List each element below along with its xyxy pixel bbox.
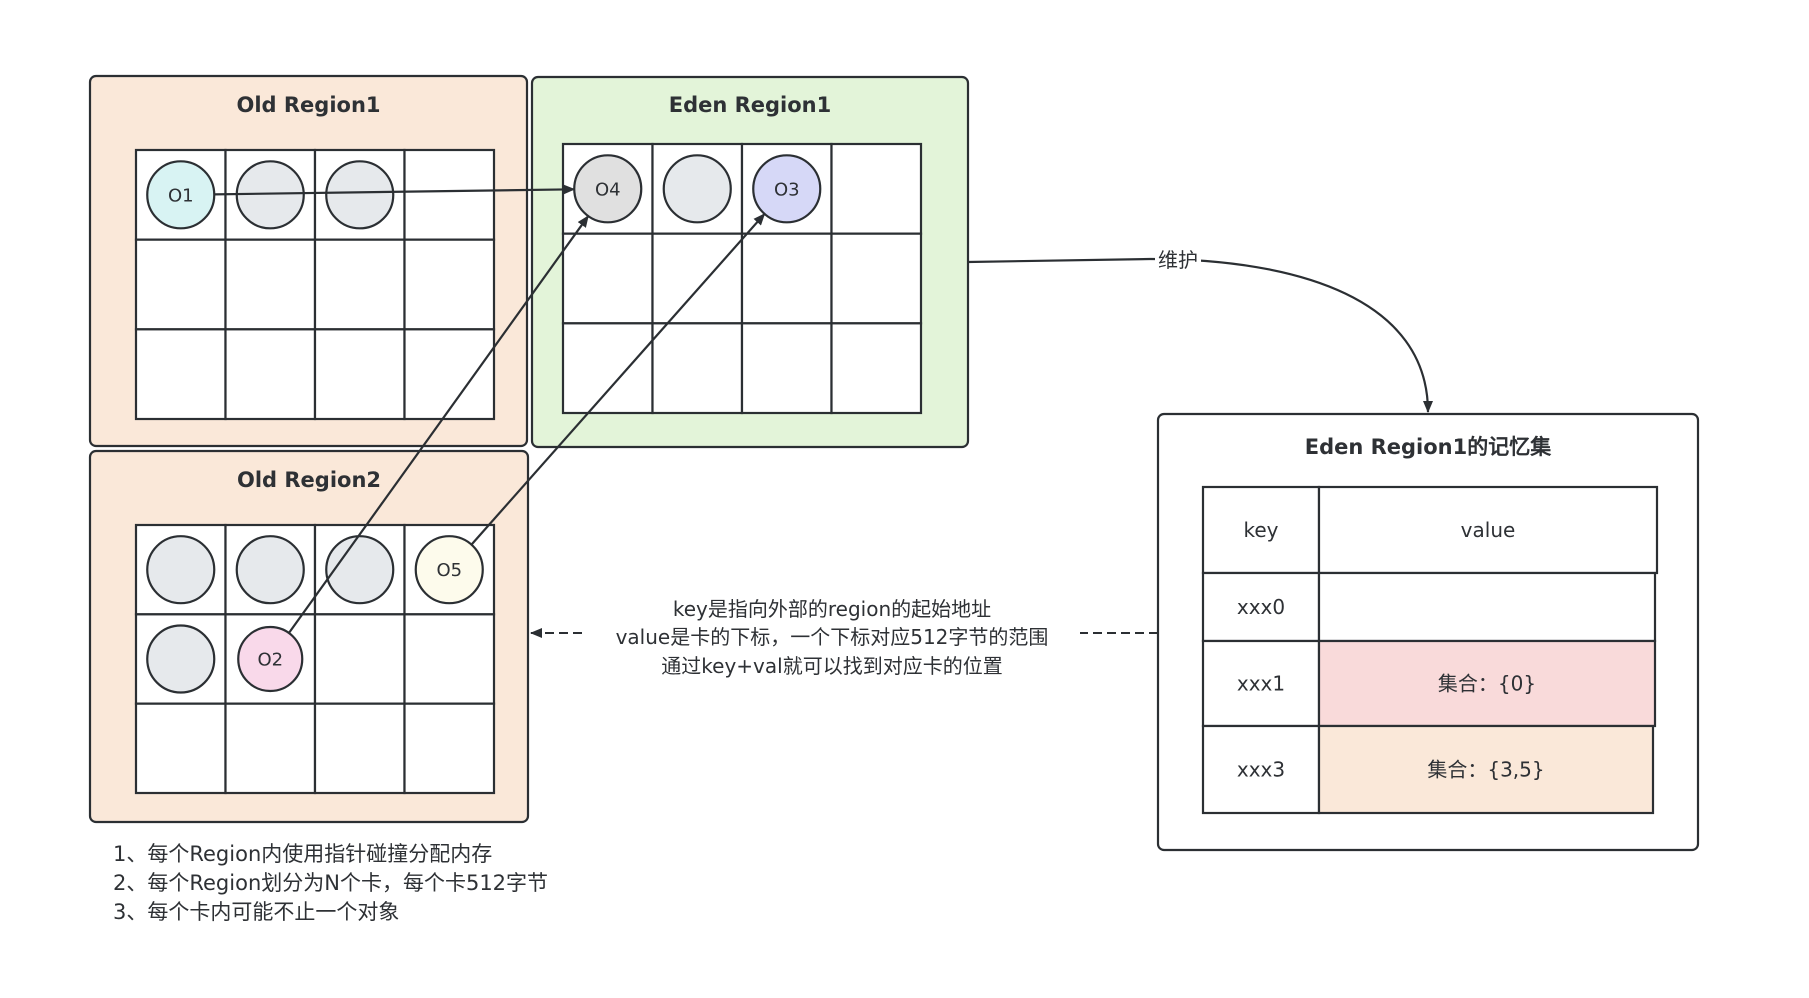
annotation-line-1: key是指向外部的region的起始地址 [673,597,991,621]
remembered-set-table: key value xxx0 xxx1 集合：{0} xxx3 集合：{3,5} [1201,485,1659,815]
eden-region-1-title: Eden Region1 [669,93,832,117]
note-1: 1、每个Region内使用指针碰撞分配内存 [113,842,493,866]
object-o4[interactable]: O4 [573,154,643,224]
card-cell[interactable] [651,322,744,415]
object-circle[interactable] [237,625,304,693]
note-3: 3、每个卡内可能不止一个对象 [113,900,400,924]
annotation-line-2: value是卡的下标，一个下标对应512字节的范围 [616,625,1049,649]
remembered-set-title: Eden Region1的记忆集 [1305,435,1553,459]
annotation-line-3: 通过key+val就可以找到对应卡的位置 [661,654,1002,678]
card-cell[interactable] [561,322,654,415]
object-o3[interactable]: O3 [752,154,822,224]
card-cell[interactable] [313,613,406,705]
key-cell-xxx1[interactable] [1201,639,1321,728]
card-cell[interactable] [403,613,496,705]
maintain-edge-label: 维护 [1158,248,1198,272]
card-cell[interactable] [313,702,406,795]
value-cell-xxx3-text: 集合：{3,5} [1427,758,1544,782]
header-key-cell-text: key [1243,518,1278,542]
maintain-edge-label-bg [1155,246,1201,272]
object-label: O5 [436,560,462,581]
old-region-2-title: Old Region2 [237,468,381,492]
header-value-cell[interactable] [1317,485,1659,575]
card-cell[interactable] [224,328,317,421]
key-cell-xxx1-text: xxx1 [1237,672,1285,696]
card-cell[interactable] [830,232,923,325]
reference-o2-to-o4[interactable] [288,215,590,634]
card-cell[interactable] [403,238,496,331]
object-circle[interactable] [414,535,484,605]
old-region-1-card-grid [134,148,496,421]
card-cell[interactable] [224,238,317,331]
object[interactable] [662,154,732,224]
object-circle[interactable] [325,160,395,230]
card-cell[interactable] [403,148,496,241]
card-cell[interactable] [561,232,654,325]
remembered-set: Eden Region1的记忆集 key value xxx0 xxx1 集合：{0} x… [1156,412,1700,852]
card-cell[interactable] [313,328,406,421]
key-cell-xxx3-text: xxx3 [1237,758,1285,782]
object-circle[interactable] [662,154,732,224]
notes: 1、每个Region内使用指针碰撞分配内存 2、每个Region划分为N个卡，每… [113,840,548,927]
card-cell[interactable] [224,702,317,795]
note-2: 2、每个Region划分为N个卡，每个卡512字节 [113,871,549,895]
object-circle[interactable] [752,154,822,224]
card-cell[interactable] [134,328,227,421]
object-circle[interactable] [235,535,305,605]
reference-o5-to-o3[interactable] [470,213,766,546]
object-circle[interactable] [146,624,216,694]
maintain-edge[interactable] [967,257,1433,413]
object-o1[interactable]: O1 [146,160,216,230]
object-circle[interactable] [146,535,216,605]
card-cell[interactable] [134,702,227,795]
card-cell[interactable] [830,142,923,235]
card-cell[interactable] [403,702,496,795]
object[interactable] [146,624,216,694]
old-region-1-title: Old Region1 [236,93,380,117]
references-layer [214,184,766,634]
value-cell-xxx1[interactable] [1317,639,1657,728]
object-label: O4 [595,179,621,200]
card-cell[interactable] [740,322,833,415]
card-cell[interactable] [403,328,496,421]
object-circle[interactable] [325,535,395,605]
object-label: O1 [168,185,194,206]
card-cell[interactable] [134,238,227,331]
edges-layer: 维护 key是指向外部的region的起始地址 value是卡的下标，一个下标对… [530,246,1433,678]
value-cell-xxx1-text: 集合：{0} [1438,672,1536,696]
object[interactable] [325,535,395,605]
key-cell-xxx0[interactable] [1201,571,1321,643]
card-cell[interactable] [651,232,744,325]
object-o5[interactable]: O5 [414,535,484,605]
key-cell-xxx3[interactable] [1201,724,1321,815]
header-value-cell-text: value [1461,518,1516,542]
card-cell[interactable] [313,238,406,331]
card-cell[interactable] [740,232,833,325]
object[interactable] [325,160,395,230]
object[interactable] [235,535,305,605]
value-cell-xxx3[interactable] [1317,724,1655,815]
object-circle[interactable] [146,160,216,230]
key-cell-xxx0-text: xxx0 [1237,595,1285,619]
reference-o1-to-o4[interactable] [214,184,576,196]
object-label: O3 [774,179,800,200]
object-o2[interactable]: O2 [237,625,304,693]
value-cell-xxx0[interactable] [1317,571,1657,643]
object-label: O2 [257,650,283,671]
object[interactable] [146,535,216,605]
card-cell[interactable] [830,322,923,415]
